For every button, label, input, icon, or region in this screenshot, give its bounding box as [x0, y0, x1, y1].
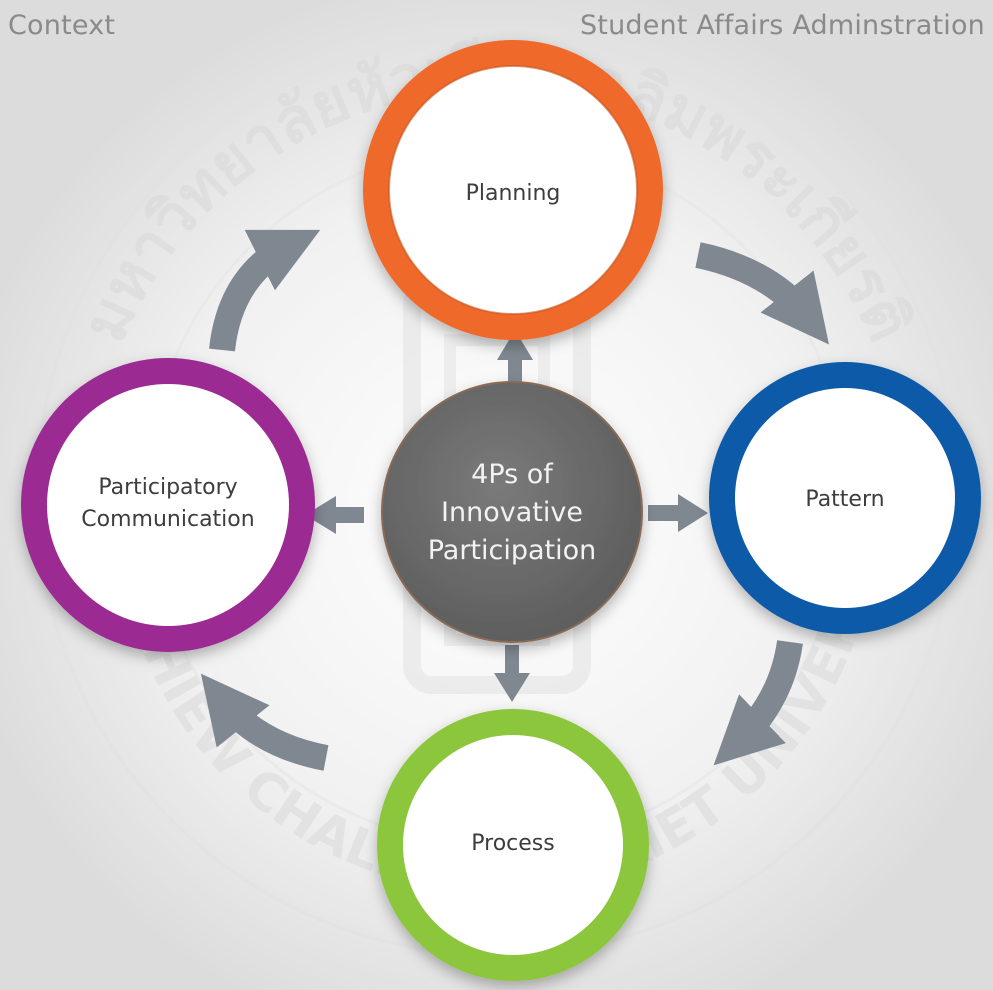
arrow-center-to-pattern — [678, 494, 708, 532]
arrow-pattern-to-process — [713, 639, 803, 766]
node-communication — [21, 358, 315, 652]
center-label: 4Ps of Innovative Participation — [392, 456, 632, 570]
communication-label-line2: Communication — [81, 507, 255, 532]
planning-label: Planning — [465, 181, 561, 206]
center-node — [381, 381, 643, 643]
context-label: Context — [8, 10, 116, 41]
node-process — [377, 709, 649, 981]
cycle-arrows — [200, 229, 829, 771]
node-pattern — [709, 362, 981, 634]
node-planning — [363, 40, 663, 340]
communication-label-line1: Participatory — [98, 475, 238, 500]
center-label-line2: Innovative — [441, 497, 583, 528]
center-label-line3: Participation — [427, 535, 597, 566]
center-label-line1: 4Ps of — [471, 459, 553, 490]
arrow-center-to-communication — [305, 496, 336, 534]
pattern-label: Pattern — [805, 487, 885, 512]
center-arrows — [305, 330, 708, 702]
arrow-communication-to-planning — [209, 229, 321, 352]
arrow-center-to-process — [494, 673, 530, 702]
organization-label: Student Affairs Adminstration — [579, 10, 985, 41]
arrow-center-to-planning — [497, 330, 533, 360]
arrow-process-to-communication — [200, 673, 329, 771]
process-label: Process — [471, 831, 555, 856]
communication-label: Participatory Communication — [58, 472, 278, 536]
arrow-planning-to-pattern — [695, 242, 829, 345]
